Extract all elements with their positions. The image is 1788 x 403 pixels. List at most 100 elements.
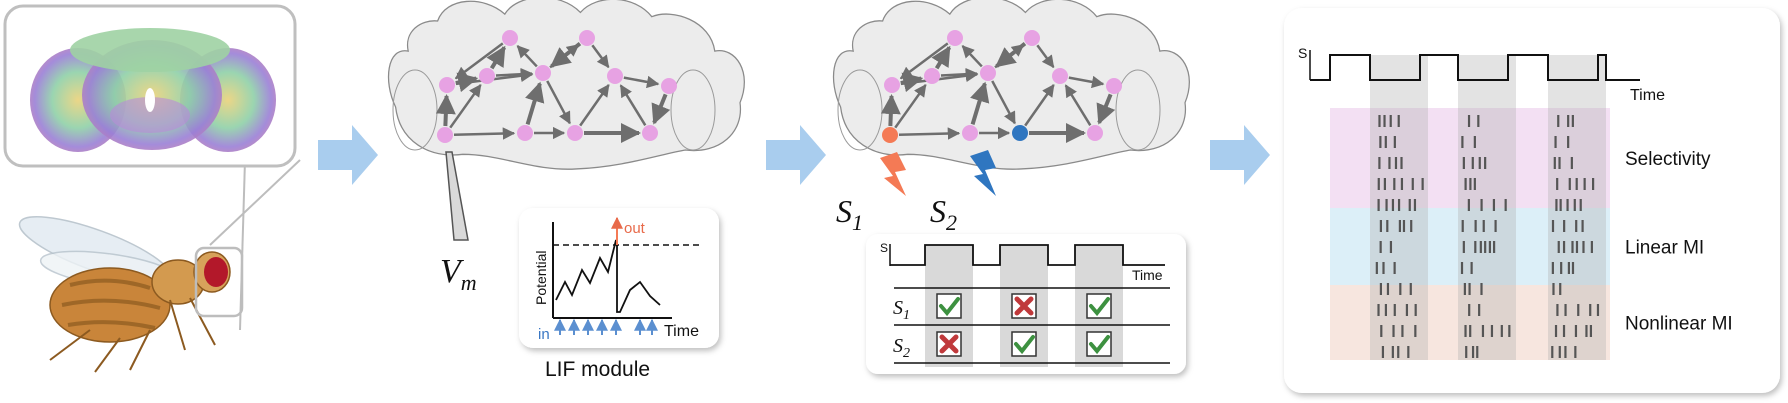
network-edge [486, 45, 507, 70]
raster-s-axis: S [1298, 45, 1307, 61]
neuron-node [479, 68, 495, 84]
neuron-node [517, 125, 533, 141]
network-edge [546, 80, 571, 125]
network-edge [1024, 83, 1055, 127]
network-edge [898, 127, 961, 140]
in-label: in [538, 326, 550, 343]
brain-network-2 [832, 0, 1190, 170]
neuron-node [1106, 78, 1122, 94]
brain-lobe-outline [670, 69, 716, 151]
neuron-node [962, 125, 978, 141]
neuron-node [607, 68, 623, 84]
zoom-box [194, 246, 244, 318]
s1-label: S1 [836, 193, 863, 235]
cross-icon [936, 331, 962, 357]
table-row-label: S2 [893, 335, 910, 361]
network-edge [995, 42, 1027, 68]
flow-arrow-1 [318, 125, 378, 185]
stimulus-s2-bolt [970, 150, 996, 196]
network-edge [516, 45, 538, 68]
panel-network-lif: Vm out Potential Time in LIF module [387, 0, 745, 381]
neuron-node [535, 65, 551, 81]
s2-label: S2 [930, 193, 957, 235]
neuron-node [1087, 125, 1103, 141]
neuron-node [502, 30, 518, 46]
stimulus-s1-bolt [880, 152, 906, 196]
fruit-fly-illustration [18, 216, 244, 373]
check-icon [1086, 293, 1112, 319]
network-edge [435, 93, 456, 127]
band-label: Selectivity [1625, 149, 1711, 170]
network-edge [619, 84, 647, 126]
network-edge [899, 42, 949, 80]
neuron-node [661, 78, 677, 94]
table-time-axis: Time [1132, 267, 1163, 283]
flow-arrow-2 [766, 125, 826, 185]
network-edge [931, 45, 952, 70]
electrode-probe [445, 151, 469, 241]
brain-lobe-outline [1115, 69, 1161, 151]
network-edge [455, 72, 479, 93]
neuron-node [882, 127, 898, 143]
network-edge [579, 83, 610, 127]
brain-network-1 [387, 0, 745, 170]
network-edge [591, 44, 610, 69]
raster-stimulus-trace [1310, 54, 1640, 81]
table-row-label: S1 [893, 297, 910, 323]
network-edge [453, 127, 516, 140]
check-icon [1011, 331, 1037, 357]
neuron-node [884, 77, 900, 93]
lif-inset [519, 208, 719, 348]
neuron-node [439, 77, 455, 93]
network-edge [991, 80, 1016, 125]
network-edge [970, 81, 990, 125]
raster-time-axis: Time [1630, 87, 1665, 104]
neuron-node [579, 30, 595, 46]
spike-raster [1375, 115, 1600, 358]
stimulus-trace [890, 244, 1165, 266]
neuron-node [1012, 125, 1028, 141]
neuron-node [1024, 30, 1040, 46]
flow-arrow-3 [1210, 125, 1270, 185]
cross-icon [1011, 293, 1037, 319]
network-edge [550, 42, 582, 68]
network-edge [1036, 44, 1055, 69]
band-2 [1330, 285, 1610, 360]
network-edge [623, 75, 660, 89]
table-s-axis: S [880, 241, 888, 255]
band-label: Linear MI [1625, 238, 1704, 259]
neuron-node [567, 125, 583, 141]
network-edge [1096, 93, 1116, 125]
neuron-node [642, 125, 658, 141]
network-edge [525, 81, 545, 125]
network-edge [454, 42, 504, 80]
neuron-node [947, 30, 963, 46]
lif-ylabel: Potential [533, 251, 549, 305]
neuron-node [924, 68, 940, 84]
neuron-node [1052, 68, 1068, 84]
network-edge [961, 45, 983, 68]
zoom-line [209, 159, 301, 246]
fly-brain-connectome-image [30, 28, 276, 152]
network-edge [651, 93, 671, 125]
lif-xlabel: Time [664, 323, 699, 340]
lif-plot: out Potential Time in [533, 216, 700, 343]
out-label: out [624, 220, 646, 237]
panel-fly [3, 4, 301, 373]
flow-arrows [318, 125, 1270, 185]
neuron-node [980, 65, 996, 81]
network-edge [1064, 84, 1092, 126]
neuron-node [437, 127, 453, 143]
band-label: Nonlinear MI [1625, 314, 1733, 335]
lif-caption: LIF module [545, 358, 650, 381]
network-edge [900, 72, 924, 93]
raster-stim-windows [1370, 55, 1606, 360]
network-edge [880, 93, 901, 127]
check-icon [1086, 331, 1112, 357]
